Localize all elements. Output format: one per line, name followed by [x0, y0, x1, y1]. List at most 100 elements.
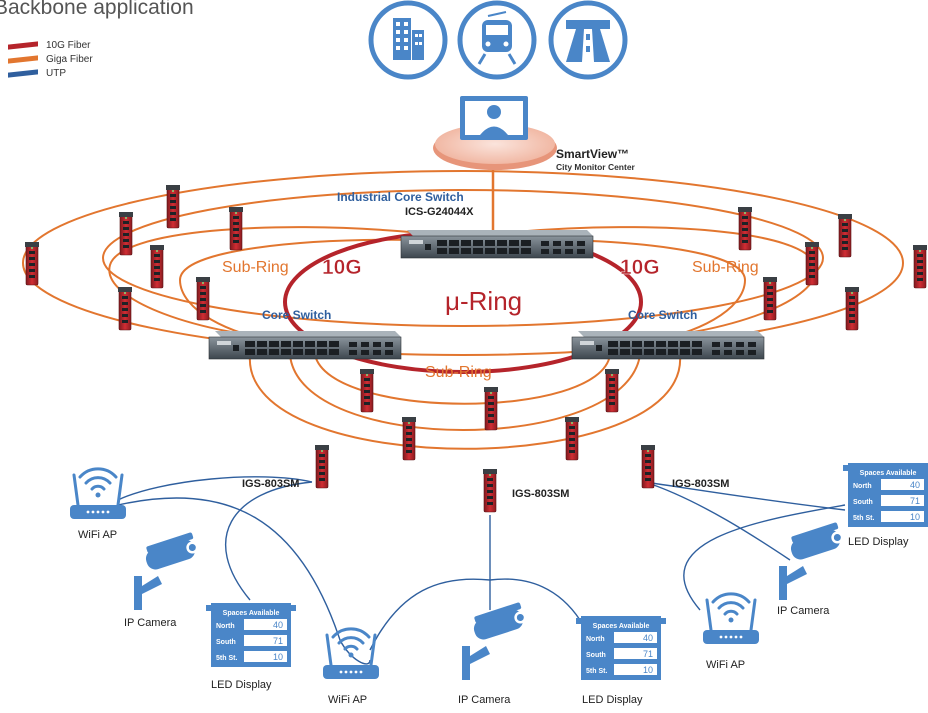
ring-label: μ-Ring [445, 286, 522, 316]
core-switch-label: Industrial Core Switch [337, 190, 464, 204]
led-display-right: Spaces Available North 40 South 71 5th S… [843, 463, 928, 527]
din-switch-left-edge [314, 444, 330, 489]
highway-icon [548, 0, 628, 80]
din-switch [483, 386, 499, 431]
legend: 10G Fiber Giga Fiber UTP [8, 38, 93, 80]
din-switch-right-edge [640, 444, 656, 489]
edge-switch-label-right: IGS-803SM [672, 478, 729, 490]
led-row-value: 71 [910, 496, 920, 506]
edge-switch-label-left: IGS-803SM [242, 478, 299, 490]
legend-item: Giga Fiber [8, 52, 93, 66]
din-switch [804, 241, 820, 286]
ip-camera-label-right: IP Camera [777, 605, 830, 617]
led-row-value: 40 [910, 480, 920, 490]
ip-camera-center [462, 601, 530, 680]
ip-camera-label-center: IP Camera [458, 694, 511, 706]
wifi-ap-left [68, 467, 128, 521]
legend-item: 10G Fiber [8, 38, 93, 52]
din-switch [912, 244, 928, 289]
din-switch-center-edge [482, 468, 498, 513]
led-row-value: 10 [910, 512, 920, 522]
train-icon [457, 0, 537, 80]
utp-left-led [224, 481, 313, 601]
right-sub-ring-2 [504, 238, 747, 343]
led-row-name: 5th St. [853, 515, 874, 522]
ip-camera-left [134, 531, 202, 610]
ip-camera-right [779, 521, 847, 600]
utp-right-led [644, 481, 846, 511]
din-switch [24, 241, 40, 286]
led-header: Spaces Available [223, 610, 280, 617]
led-row-name: South [853, 499, 873, 506]
din-switch [604, 368, 620, 413]
legend-label: Giga Fiber [46, 53, 93, 65]
led-row-name: 5th St. [586, 668, 607, 675]
din-switch [564, 416, 580, 461]
monitor-name: SmartView™ [556, 147, 629, 161]
legend-label: 10G Fiber [46, 39, 91, 51]
wifi-ap-label-left: WiFi AP [78, 529, 117, 541]
utp-right-cam [644, 481, 791, 561]
led-display-left: Spaces Available North 40 South 71 5th S… [206, 603, 296, 667]
left-sub-ring [108, 226, 411, 341]
din-switch [195, 276, 211, 321]
led-display-label-right: LED Display [848, 536, 909, 548]
led-row-name: 5th St. [216, 655, 237, 662]
din-switch [737, 206, 753, 251]
led-row-name: North [853, 483, 872, 490]
speed-label-left: 10G [322, 256, 362, 279]
edge-switch-label-center: IGS-803SM [512, 488, 569, 500]
wifi-ap-label-center: WiFi AP [328, 694, 367, 706]
left-core-switch-label: Core Switch [262, 308, 331, 322]
wifi-ap-label-right: WiFi AP [706, 659, 745, 671]
ip-camera-label-left: IP Camera [124, 617, 177, 629]
utp-left-cam [117, 497, 371, 665]
led-row-value: 40 [643, 633, 653, 643]
left-core-switch [208, 330, 402, 360]
utp-right-wifi [683, 504, 846, 611]
right-core-switch [571, 330, 765, 360]
led-row-value: 10 [643, 665, 653, 675]
monitor-subtitle: City Monitor Center [556, 162, 636, 172]
left-sub-ring-2 [178, 238, 421, 343]
right-core-switch-label: Core Switch [628, 308, 697, 322]
core-switch-model: ICS-G24044X [405, 206, 474, 218]
sub-ring-label-right: Sub-Ring [692, 259, 759, 276]
outer-ring-2 [102, 189, 824, 327]
led-row-name: South [586, 652, 606, 659]
led-row-name: North [216, 623, 235, 630]
din-switch [359, 368, 375, 413]
led-row-name: North [586, 636, 605, 643]
lower-sub-ring-3 [248, 354, 682, 450]
wifi-ap-center [321, 627, 381, 681]
din-switch [117, 286, 133, 331]
led-row-name: South [216, 639, 236, 646]
din-switch [762, 276, 778, 321]
building-icon [368, 0, 448, 80]
lower-sub-ring [314, 354, 611, 405]
industrial-core-switch [400, 229, 594, 259]
din-switch [118, 211, 134, 256]
sub-ring-label-bottom: Sub-Ring [425, 364, 492, 381]
wifi-ap-right [701, 592, 761, 646]
led-row-value: 40 [273, 620, 283, 630]
din-switch [228, 206, 244, 251]
led-display-center: Spaces Available North 40 South 71 5th S… [576, 616, 666, 680]
din-switch [837, 213, 853, 258]
legend-label: UTP [46, 67, 66, 79]
led-row-value: 10 [273, 652, 283, 662]
din-switch [165, 184, 181, 229]
led-header: Spaces Available [593, 623, 650, 630]
din-switch [149, 244, 165, 289]
led-display-label-left: LED Display [211, 679, 272, 691]
din-switch [401, 416, 417, 461]
led-display-label-center: LED Display [582, 694, 643, 706]
led-row-value: 71 [643, 649, 653, 659]
speed-label-right: 10G [620, 256, 660, 279]
legend-item: UTP [8, 66, 93, 80]
page-title: Backbone application [0, 0, 194, 19]
legend-swatch [8, 54, 38, 64]
utp-left-wifi [117, 476, 313, 501]
legend-swatch [8, 68, 38, 78]
